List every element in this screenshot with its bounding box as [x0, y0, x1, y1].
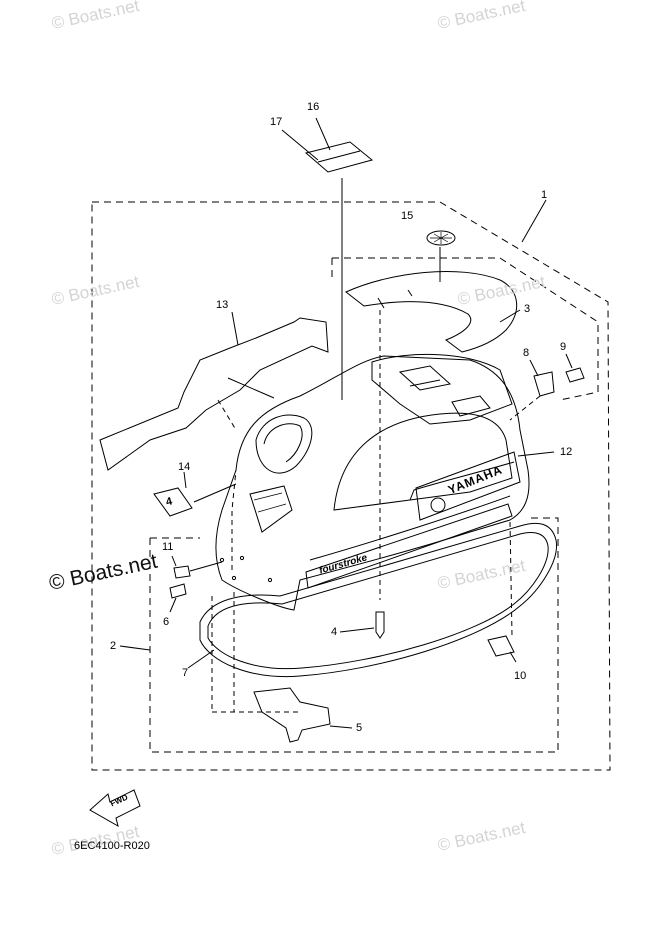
- leader-7: [187, 649, 215, 669]
- callout-13: 13: [216, 299, 229, 311]
- air-intake: [398, 365, 452, 391]
- guide-dashed-2: [217, 399, 237, 431]
- leader-6: [169, 597, 177, 613]
- fourstroke-stripe: [305, 503, 513, 589]
- leader-13: [231, 311, 239, 346]
- callout-1: 1: [541, 189, 548, 201]
- callout-15: 15: [401, 210, 414, 222]
- callout-8: 8: [523, 347, 530, 359]
- seal-sheet-13: [99, 317, 329, 471]
- top-lid-3: [345, 271, 518, 353]
- emblem-15: [426, 230, 456, 246]
- hole: [239, 555, 245, 561]
- callout-7: 7: [182, 667, 189, 679]
- louver-slats: [253, 492, 287, 513]
- leader-5: [329, 725, 353, 729]
- decal-16-17: [304, 141, 374, 173]
- seal-7: [199, 522, 558, 678]
- fwd-arrow: [89, 789, 141, 828]
- callout-10: 10: [514, 670, 527, 682]
- leader-12: [517, 451, 555, 457]
- callout-9: 9: [560, 341, 567, 353]
- callout-12: 12: [560, 446, 573, 458]
- diagram-code: 6EC4100-R020: [74, 840, 150, 852]
- leader-14: [183, 471, 187, 489]
- clip-axis: [509, 521, 513, 637]
- callout-3: 3: [524, 303, 531, 315]
- bracket-5: [253, 687, 331, 743]
- screw-11: [173, 561, 223, 579]
- cowl-handle-opening: [255, 414, 313, 474]
- callout-5: 5: [356, 722, 363, 734]
- leader-11: [171, 555, 177, 567]
- bracket-8: [533, 371, 555, 397]
- leader-10: [509, 651, 517, 663]
- leader-13b: [227, 377, 275, 399]
- yamaha-tuningfork-icon: [430, 497, 446, 513]
- bracket-axis: [509, 395, 541, 421]
- leader-3: [499, 309, 521, 323]
- leader-9: [565, 353, 573, 369]
- leader-8: [529, 359, 539, 377]
- decal-14: [153, 487, 193, 517]
- leader-17: [281, 129, 319, 161]
- guide-7: [211, 592, 300, 713]
- lid-clips: [377, 289, 413, 309]
- side-panel: [333, 412, 513, 511]
- decal-stripe: [317, 150, 361, 163]
- seal-7-inner: [207, 532, 549, 670]
- screw-4: [375, 611, 385, 639]
- leader-2: [119, 645, 151, 651]
- leader-16: [315, 117, 331, 151]
- handle-inner: [263, 423, 303, 463]
- latch-socket: [451, 395, 491, 417]
- bolt-6: [169, 583, 187, 599]
- assembly-1-boundary: [91, 201, 611, 771]
- hole: [267, 577, 273, 583]
- assembly-2-boundary: [149, 517, 559, 753]
- logo-band: [415, 451, 521, 521]
- guide-dashed: [231, 469, 237, 570]
- callout-16: 16: [307, 101, 320, 113]
- hole: [219, 557, 225, 563]
- leader-1: [521, 199, 547, 243]
- clip-10: [487, 635, 515, 657]
- stripe-top: [309, 495, 511, 561]
- top-cover-boundary-2: [332, 257, 599, 401]
- callout-2: 2: [110, 640, 117, 652]
- callout-6: 6: [163, 616, 170, 628]
- front-louver: [249, 485, 293, 533]
- callout-14: 14: [178, 461, 191, 473]
- hole: [231, 575, 237, 581]
- emblem-star: [430, 232, 452, 244]
- cowl-top-rim: [371, 353, 513, 425]
- callout-11: 11: [162, 541, 174, 553]
- callout-17: 17: [270, 116, 283, 128]
- screw-9: [565, 367, 585, 383]
- leader-4: [339, 627, 375, 633]
- top-cowling: [215, 355, 530, 611]
- leader-14b: [193, 483, 237, 503]
- callout-4: 4: [331, 626, 338, 638]
